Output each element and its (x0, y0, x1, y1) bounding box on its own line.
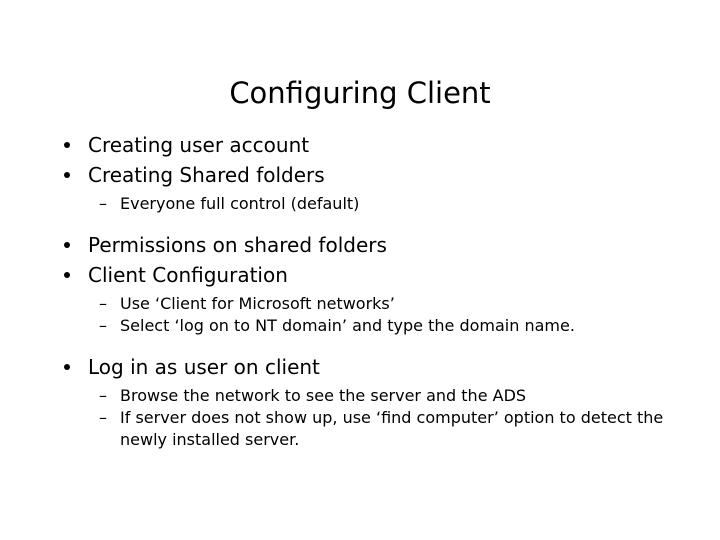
list-item: Client Configuration (58, 260, 670, 290)
sub-list-item: – Everyone full control (default) (58, 193, 670, 215)
dash-bullet-icon: – (99, 316, 107, 335)
list-item-label: Client Configuration (88, 263, 288, 287)
sub-list-item: – Use ‘Client for Microsoft networks’ (58, 293, 670, 315)
list-item: Creating Shared folders (58, 160, 670, 190)
list-item: Permissions on shared folders (58, 230, 670, 260)
dash-bullet-icon: – (99, 408, 107, 427)
list-item: Creating user account (58, 130, 670, 160)
bullet-icon (64, 172, 70, 178)
bullet-icon (64, 364, 70, 370)
list-item-label: Permissions on shared folders (88, 233, 387, 257)
bullet-icon (64, 242, 70, 248)
sub-list-item-label: Select ‘log on to NT domain’ and type th… (120, 316, 575, 335)
sub-list-item-label: Everyone full control (default) (120, 194, 360, 213)
sub-list: – Everyone full control (default) (58, 193, 670, 215)
page-title: Configuring Client (229, 76, 491, 111)
list-item: Log in as user on client (58, 352, 670, 382)
slide-body: Creating user account Creating Shared fo… (58, 130, 670, 454)
dash-bullet-icon: – (99, 194, 107, 213)
dash-bullet-icon: – (99, 386, 107, 405)
sub-list: – Use ‘Client for Microsoft networks’ – … (58, 293, 670, 337)
sub-list-item-label: Use ‘Client for Microsoft networks’ (120, 294, 395, 313)
sub-list-item-label: Browse the network to see the server and… (120, 386, 527, 405)
sub-list: – Browse the network to see the server a… (58, 385, 670, 451)
sub-list-item-label: If server does not show up, use ‘find co… (120, 408, 664, 449)
bullet-icon (64, 142, 70, 148)
spacer (58, 218, 670, 230)
list-item-label: Log in as user on client (88, 355, 320, 379)
list-item-label: Creating Shared folders (88, 163, 325, 187)
spacer (58, 340, 670, 352)
sub-list-item: – If server does not show up, use ‘find … (58, 407, 670, 451)
bullet-icon (64, 272, 70, 278)
sub-list-item: – Select ‘log on to NT domain’ and type … (58, 315, 670, 337)
sub-list-item: – Browse the network to see the server a… (58, 385, 670, 407)
list-item-label: Creating user account (88, 133, 310, 157)
dash-bullet-icon: – (99, 294, 107, 313)
